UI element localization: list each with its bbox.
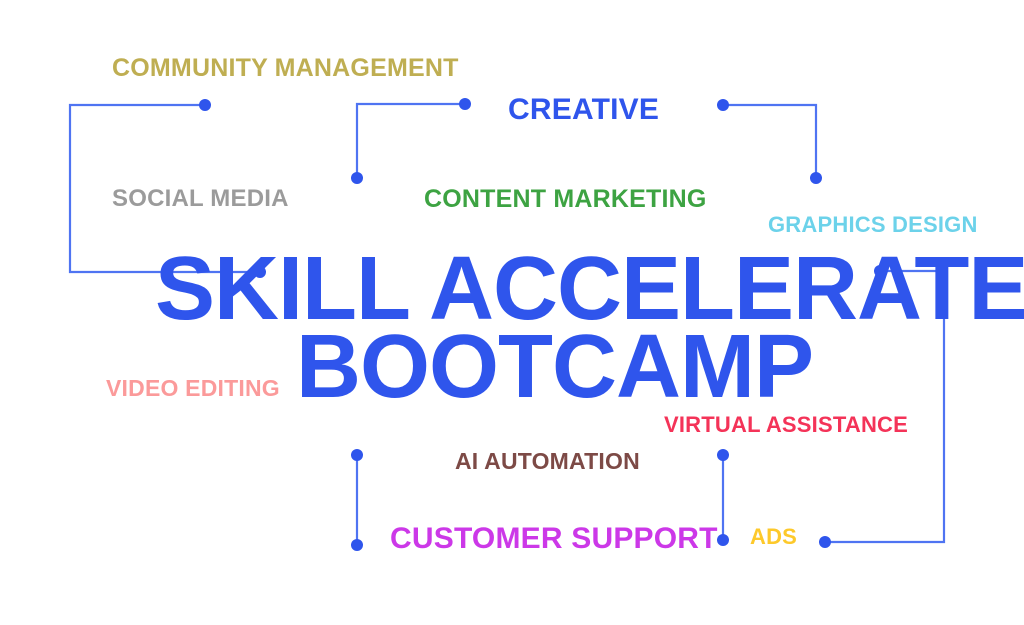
connector-dot bbox=[717, 99, 729, 111]
connector-dot bbox=[717, 534, 729, 546]
page-title-line-1: SKILL ACCELERATE bbox=[155, 239, 1024, 339]
connector-dot bbox=[351, 172, 363, 184]
connector-dot bbox=[351, 539, 363, 551]
connector-dot bbox=[717, 449, 729, 461]
label-ai-automation: AI AUTOMATION bbox=[455, 448, 640, 474]
label-virtual-assistance: VIRTUAL ASSISTANCE bbox=[664, 412, 908, 437]
label-content-marketing: CONTENT MARKETING bbox=[424, 185, 707, 213]
connector-dot bbox=[459, 98, 471, 110]
label-social-media: SOCIAL MEDIA bbox=[112, 185, 289, 212]
page-title-line-2: BOOTCAMP bbox=[296, 317, 814, 417]
connector-creative-graphics bbox=[717, 99, 822, 184]
label-community-management: COMMUNITY MANAGEMENT bbox=[112, 54, 459, 82]
connector-dot bbox=[199, 99, 211, 111]
connector-virtual-support bbox=[717, 449, 729, 546]
connector-dot bbox=[819, 536, 831, 548]
label-ads: ADS bbox=[750, 524, 798, 549]
label-graphics-design: GRAPHICS DESIGN bbox=[768, 212, 978, 237]
label-video-editing: VIDEO EDITING bbox=[106, 375, 280, 401]
connector-ai-customer bbox=[351, 449, 363, 551]
label-creative: CREATIVE bbox=[508, 93, 660, 126]
label-customer-support: CUSTOMER SUPPORT bbox=[390, 522, 718, 555]
connector-dot bbox=[810, 172, 822, 184]
connector-creative-content bbox=[351, 98, 471, 184]
connector-dot bbox=[351, 449, 363, 461]
